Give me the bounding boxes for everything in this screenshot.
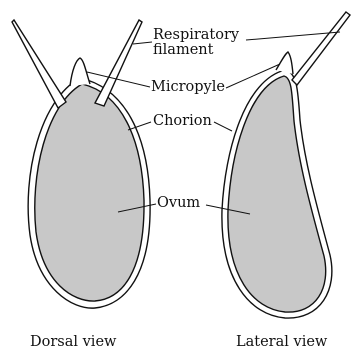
leader-respiratory-dorsal <box>133 42 152 44</box>
caption-lateral-view: Lateral view <box>236 334 327 350</box>
label-respiratory-line1: Respiratory <box>153 28 239 43</box>
dorsal-egg <box>12 20 150 308</box>
lateral-filament <box>292 12 350 85</box>
label-ovum: Ovum <box>157 196 200 211</box>
label-chorion: Chorion <box>153 114 212 129</box>
caption-dorsal-view: Dorsal view <box>30 334 116 350</box>
label-respiratory-line2: filament <box>153 43 239 58</box>
dorsal-filament-left <box>12 20 66 108</box>
dorsal-filament-right <box>95 20 142 106</box>
label-micropyle: Micropyle <box>151 80 225 95</box>
lateral-egg <box>222 12 350 318</box>
label-respiratory-filament: Respiratory filament <box>153 28 239 58</box>
lateral-micropyle <box>276 52 293 74</box>
leader-chorion-lateral <box>214 122 232 131</box>
